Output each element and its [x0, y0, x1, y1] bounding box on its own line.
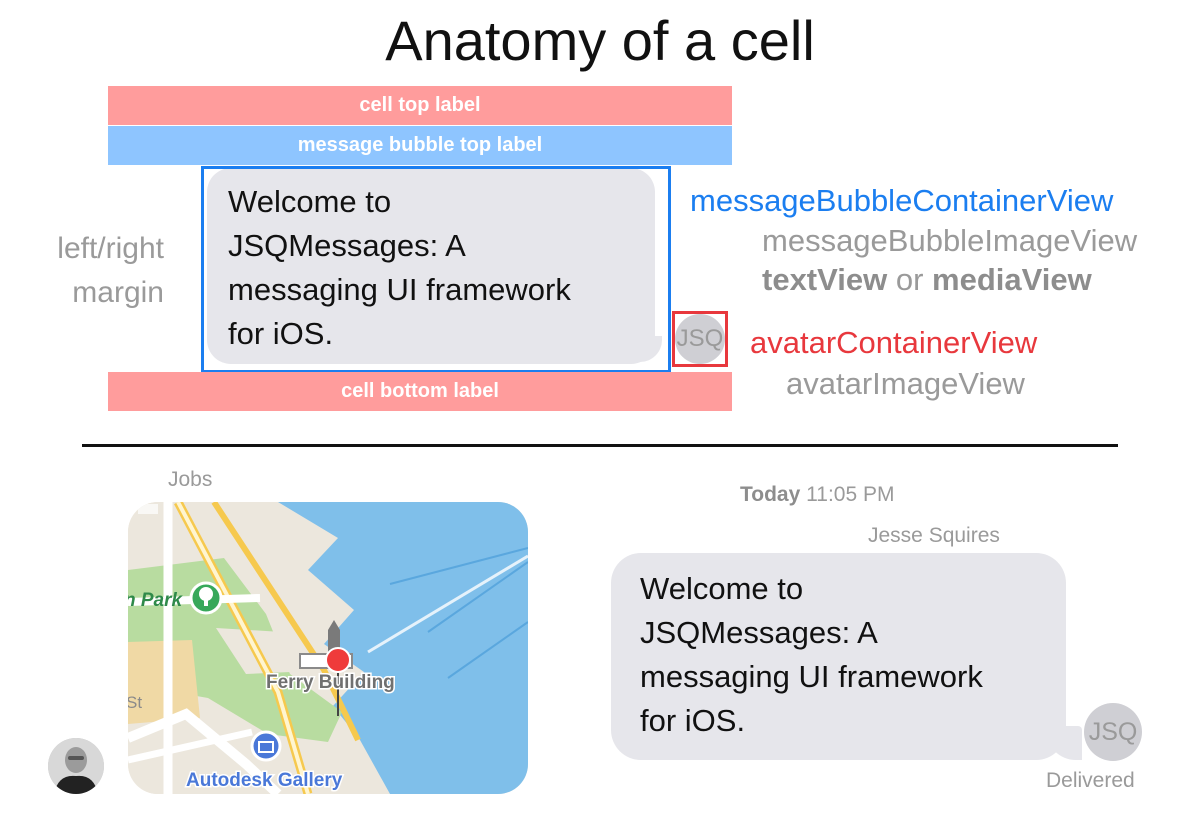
map-image: n Park Ferry Building Autodesk Gallery S… [128, 502, 528, 794]
page-title: Anatomy of a cell [385, 9, 815, 72]
outgoing-text-line-2: JSQMessages: A [640, 615, 878, 650]
message-bubble-top-label-band: message bubble top label [108, 126, 732, 165]
outgoing-avatar: JSQ [1084, 703, 1142, 761]
diagram-text-line-2: JSQMessages: A [228, 228, 466, 263]
outgoing-text-line-4: for iOS. [640, 703, 746, 738]
avatar-container-outline [672, 311, 728, 367]
annotation-media-view: mediaView [932, 262, 1092, 297]
outgoing-text-line-1: Welcome to [640, 571, 804, 606]
diagram-text-line-4: for iOS. [228, 316, 334, 351]
diagram-text-line-3: messaging UI framework [228, 272, 571, 307]
margin-label-line-1: left/right [57, 232, 164, 265]
annotation-text-view: textView [762, 262, 888, 297]
map-media-bubble[interactable]: n Park Ferry Building Autodesk Gallery S… [128, 502, 528, 794]
map-street-label: St [128, 693, 142, 712]
timestamp-day: Today [740, 483, 801, 506]
diagram-message-text: Welcome to JSQMessages: A messaging UI f… [228, 180, 648, 356]
map-park-label: n Park [128, 590, 184, 611]
map-gallery-label: Autodesk Gallery [186, 770, 343, 791]
message-timestamp: Today 11:05 PM [740, 483, 894, 507]
annotation-or: or [895, 262, 924, 297]
diagram-text-line-1: Welcome to [228, 184, 392, 219]
annotation-text-or-media-view: textView or mediaView [762, 262, 1092, 298]
message-bubble-container-outline [201, 166, 671, 373]
outgoing-text-line-3: messaging UI framework [640, 659, 983, 694]
incoming-avatar [48, 738, 104, 794]
museum-icon [250, 730, 282, 762]
diagram-message-bubble [207, 168, 655, 364]
delivered-status: Delivered [1046, 769, 1135, 792]
cell-top-label-band: cell top label [108, 86, 732, 125]
outgoing-message-text: Welcome to JSQMessages: A messaging UI f… [640, 567, 1060, 743]
left-right-margin-label: left/right margin [20, 227, 164, 315]
diagram-avatar: JSQ [675, 314, 725, 364]
outgoing-message-bubble[interactable] [611, 553, 1066, 760]
annotation-image-view: messageBubbleImageView [762, 223, 1138, 258]
outgoing-sender-name: Jesse Squires [868, 524, 1000, 547]
incoming-sender-name: Jobs [168, 468, 213, 491]
timestamp-time: 11:05 PM [806, 483, 895, 506]
cell-bottom-label-band: cell bottom label [108, 372, 732, 411]
annotation-avatar-container-view: avatarContainerView [750, 325, 1038, 360]
annotation-container-view: messageBubbleContainerView [690, 183, 1114, 218]
margin-label-line-2: margin [72, 276, 164, 309]
annotation-avatar-image-view: avatarImageView [786, 366, 1025, 401]
map-pin-icon [325, 647, 351, 673]
section-divider [82, 444, 1118, 447]
person-avatar-icon [48, 738, 104, 794]
map-landmark-label: Ferry Building [266, 672, 395, 693]
